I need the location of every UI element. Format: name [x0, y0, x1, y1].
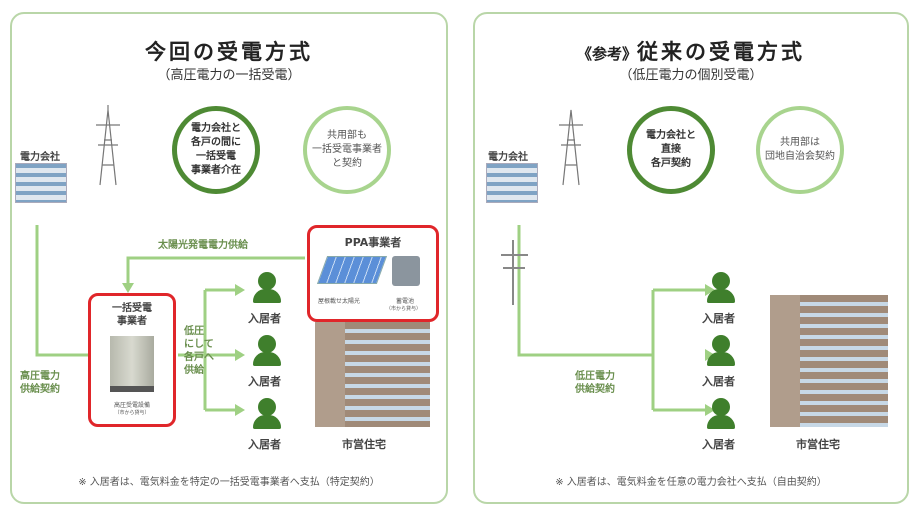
battery-icon [392, 256, 420, 286]
low-voltage-supply-label: 低圧にして各戸へ供給 [184, 326, 214, 376]
conventional-method-panel [473, 12, 909, 504]
battery-label: 蓄電池 [396, 298, 415, 305]
resident-icon [252, 272, 282, 303]
resident-icon [706, 398, 736, 429]
resident-label: 入居者 [702, 375, 735, 388]
ppa-title: PPA事業者 [344, 236, 402, 249]
solar-label: 屋根載せ太陽光 [318, 298, 361, 305]
resident-icon [706, 272, 736, 303]
resident-icon [252, 335, 282, 366]
power-company-building-icon [15, 163, 67, 203]
housing-label: 市営住宅 [796, 438, 840, 451]
transmission-tower-icon [96, 105, 120, 186]
right-footnote: ※ 入居者は、電気料金を任意の電力会社へ支払（自由契約） [555, 477, 827, 488]
low-voltage-contract-label: 低圧電力供給契約 [575, 371, 615, 395]
power-company-building-icon [486, 163, 538, 203]
direct-contract-circle: 電力会社と直接各戸契約 [627, 106, 715, 194]
apartment-building-icon [315, 322, 430, 427]
resident-icon [706, 335, 736, 366]
common-area-circle: 共用部も一括受電事業者と契約 [303, 106, 391, 194]
power-company-label: 電力会社 [488, 152, 528, 163]
resident-label: 入居者 [248, 375, 281, 388]
common-area-circle: 共用部は団地自治会契約 [756, 106, 844, 194]
high-voltage-contract-label: 高圧電力供給契約 [20, 371, 60, 395]
solar-supply-label: 太陽光発電電力供給 [158, 240, 248, 251]
resident-label: 入居者 [248, 312, 281, 325]
resident-icon [252, 398, 282, 429]
bulk-operator-title: 一括受電事業者 [112, 303, 152, 327]
right-arrows [501, 109, 715, 416]
apartment-building-icon [770, 295, 888, 427]
left-footnote: ※ 入居者は、電気料金を特定の一括受電事業者へ支払（特定契約） [78, 477, 380, 488]
solar-panel-icon [316, 256, 388, 284]
housing-label: 市営住宅 [342, 438, 386, 451]
transmission-tower-icon [559, 109, 583, 186]
utility-pole-icon [501, 240, 528, 305]
resident-label: 入居者 [702, 312, 735, 325]
bulk-intermediary-circle: 電力会社と各戸の間に一括受電事業者介在 [172, 106, 260, 194]
resident-label: 入居者 [702, 438, 735, 451]
equipment-note: （市から貸与） [114, 410, 150, 416]
equipment-label: 高圧受電設備 [113, 402, 150, 409]
conventional-method-subtitle: （低圧電力の個別受電） [619, 68, 763, 83]
battery-note: （市から貸与） [386, 306, 422, 312]
conventional-method-title: 《参考》従来の受電方式 [576, 40, 805, 64]
current-method-subtitle: （高圧電力の一括受電） [157, 68, 301, 83]
current-method-title: 今回の受電方式 [145, 40, 313, 64]
current-method-panel [10, 12, 448, 504]
power-company-label: 電力会社 [20, 152, 60, 163]
resident-label: 入居者 [248, 438, 281, 451]
high-voltage-equipment-icon [110, 336, 154, 392]
